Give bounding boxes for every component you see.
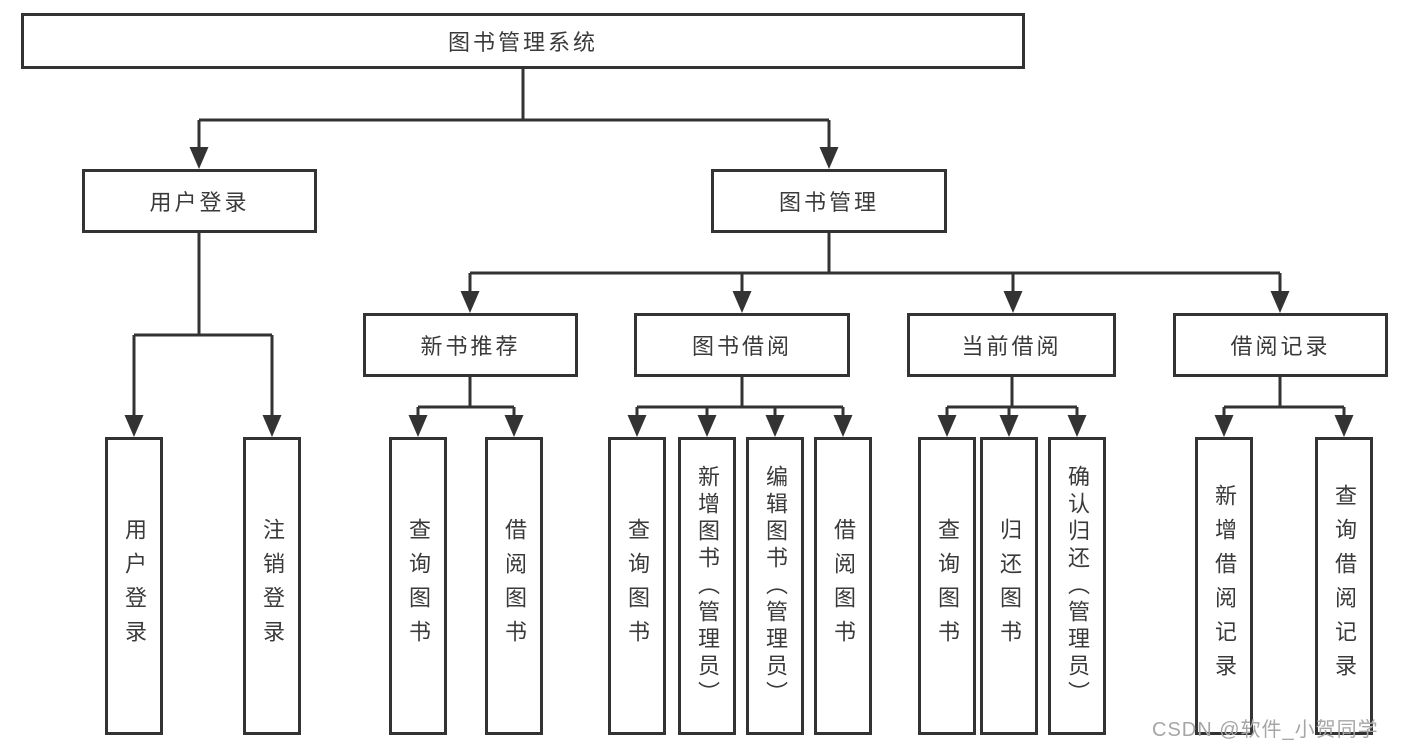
connector-user-login-to-leaves	[124, 233, 282, 437]
node-label: 新增图书（管理员）	[695, 464, 720, 708]
node-label: 编辑图书（管理员）	[763, 464, 788, 708]
arrowhead	[1067, 415, 1087, 437]
leaf-query-books-current: 查询图书	[918, 437, 976, 735]
arrowhead	[504, 415, 524, 437]
node-root: 图书管理系统	[21, 13, 1025, 69]
node-user-login: 用户登录	[82, 169, 317, 233]
connector-borrowing-records-to-leaves	[1214, 377, 1354, 437]
connector-current-borrowing-to-leaves	[937, 377, 1087, 437]
leaf-query-books-recommend: 查询图书	[389, 437, 447, 735]
leaf-query-books-borrowing: 查询图书	[608, 437, 666, 735]
node-label: 新增借阅记录	[1212, 484, 1237, 688]
csdn-watermark: CSDN @软件_小贺同学	[1152, 719, 1379, 741]
node-label: 借阅图书	[831, 518, 856, 654]
arrowhead	[1003, 291, 1023, 313]
leaf-add-book-admin: 新增图书（管理员）	[678, 437, 736, 735]
node-label: 新书推荐	[420, 334, 521, 359]
node-label: 当前借阅	[961, 334, 1062, 359]
arrowhead	[262, 415, 282, 437]
node-label: 查询图书	[406, 518, 431, 654]
node-current-borrowing: 当前借阅	[907, 313, 1116, 377]
arrowhead	[999, 415, 1019, 437]
arrowhead	[627, 415, 647, 437]
node-label: 借阅图书	[502, 518, 527, 654]
arrowhead	[697, 415, 717, 437]
node-label: 确认归还（管理员）	[1065, 464, 1090, 708]
arrowhead	[833, 415, 853, 437]
node-label: 用户登录	[149, 190, 250, 215]
node-book-management: 图书管理	[711, 169, 947, 233]
arrowhead	[937, 415, 957, 437]
node-label: 用户登录	[122, 518, 147, 654]
node-label: 查询图书	[625, 518, 650, 654]
leaf-borrow-books-recommend: 借阅图书	[485, 437, 543, 735]
arrowhead	[460, 291, 480, 313]
arrowhead	[819, 147, 839, 169]
arrowhead	[189, 147, 209, 169]
leaf-edit-book-admin: 编辑图书（管理员）	[746, 437, 804, 735]
connector-book-management-to-level3	[460, 232, 1290, 313]
connector-book-borrowing-to-leaves	[627, 377, 853, 437]
node-label: 图书管理	[778, 190, 879, 215]
arrowhead	[1270, 291, 1290, 313]
connector-root-to-level2	[189, 69, 839, 169]
leaf-logout: 注销登录	[243, 437, 301, 735]
arrowhead	[1334, 415, 1354, 437]
leaf-query-borrow-record: 查询借阅记录	[1315, 437, 1373, 735]
leaf-return-book: 归还图书	[980, 437, 1038, 735]
arrowhead	[124, 415, 144, 437]
node-borrowing-records: 借阅记录	[1173, 313, 1388, 377]
node-label: 查询图书	[935, 518, 960, 654]
arrowhead	[408, 415, 428, 437]
leaf-user-login: 用户登录	[105, 437, 163, 735]
node-book-borrowing: 图书借阅	[634, 313, 850, 377]
node-label: 图书借阅	[691, 334, 792, 359]
leaf-confirm-return-admin: 确认归还（管理员）	[1048, 437, 1106, 735]
arrowhead	[732, 291, 752, 313]
node-label: 归还图书	[997, 518, 1022, 654]
node-label: 注销登录	[260, 518, 285, 654]
leaf-add-borrow-record: 新增借阅记录	[1195, 437, 1253, 735]
leaf-borrow-books-borrowing: 借阅图书	[814, 437, 872, 735]
node-label: 借阅记录	[1230, 334, 1331, 359]
connector-new-book-recommend-to-leaves	[408, 377, 524, 437]
node-new-book-recommend: 新书推荐	[363, 313, 578, 377]
node-label: 图书管理系统	[447, 30, 598, 55]
arrowhead	[765, 415, 785, 437]
arrowhead	[1214, 415, 1234, 437]
node-label: 查询借阅记录	[1332, 484, 1357, 688]
